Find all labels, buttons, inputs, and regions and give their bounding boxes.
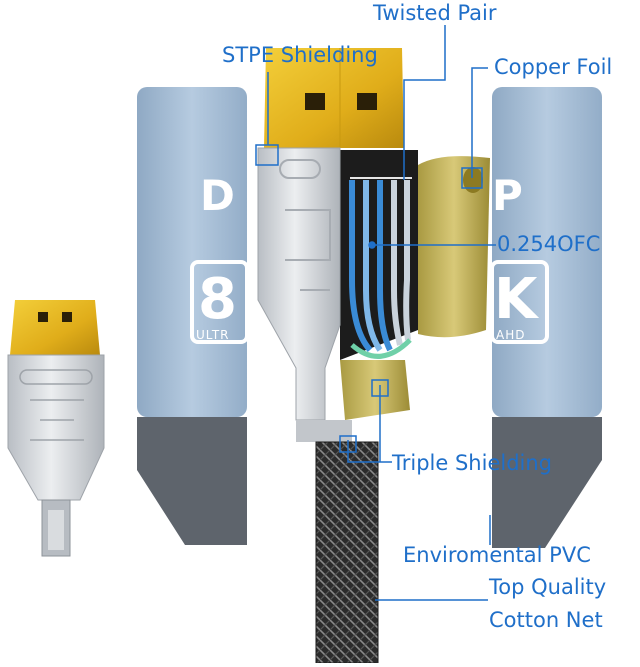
label-triple-shielding: Triple Shielding	[392, 451, 553, 475]
wire-cutaway	[340, 150, 418, 360]
label-ofc: 0.254OFC	[497, 232, 601, 256]
callout-lines	[255, 25, 496, 601]
left-panel-small-text: ULTR	[196, 328, 229, 342]
label-pvc-line3: Cotton Net	[489, 608, 603, 632]
label-copper-foil: Copper Foil	[494, 55, 613, 79]
right-panel: P K AHD	[490, 87, 602, 548]
left-panel: D 8 ULTR	[137, 87, 249, 545]
copper-foil-tube	[340, 156, 490, 420]
main-gold-plug	[264, 48, 404, 148]
right-panel-big-text: K	[494, 267, 540, 332]
small-displayport-connector-icon	[7, 300, 105, 557]
label-pvc-line2: Top Quality	[489, 575, 607, 599]
braided-cable-icon	[315, 441, 379, 664]
left-panel-logo: D	[200, 171, 235, 220]
main-silver-sleeve	[257, 147, 352, 442]
right-panel-logo: P	[492, 171, 523, 220]
right-panel-small-text: AHD	[496, 328, 525, 342]
label-twisted-pair: Twisted Pair	[373, 1, 497, 25]
label-stpe-shielding: STPE Shielding	[222, 43, 378, 67]
label-pvc-line1: Enviromental PVC	[403, 543, 591, 567]
left-panel-big-text: 8	[198, 267, 237, 332]
